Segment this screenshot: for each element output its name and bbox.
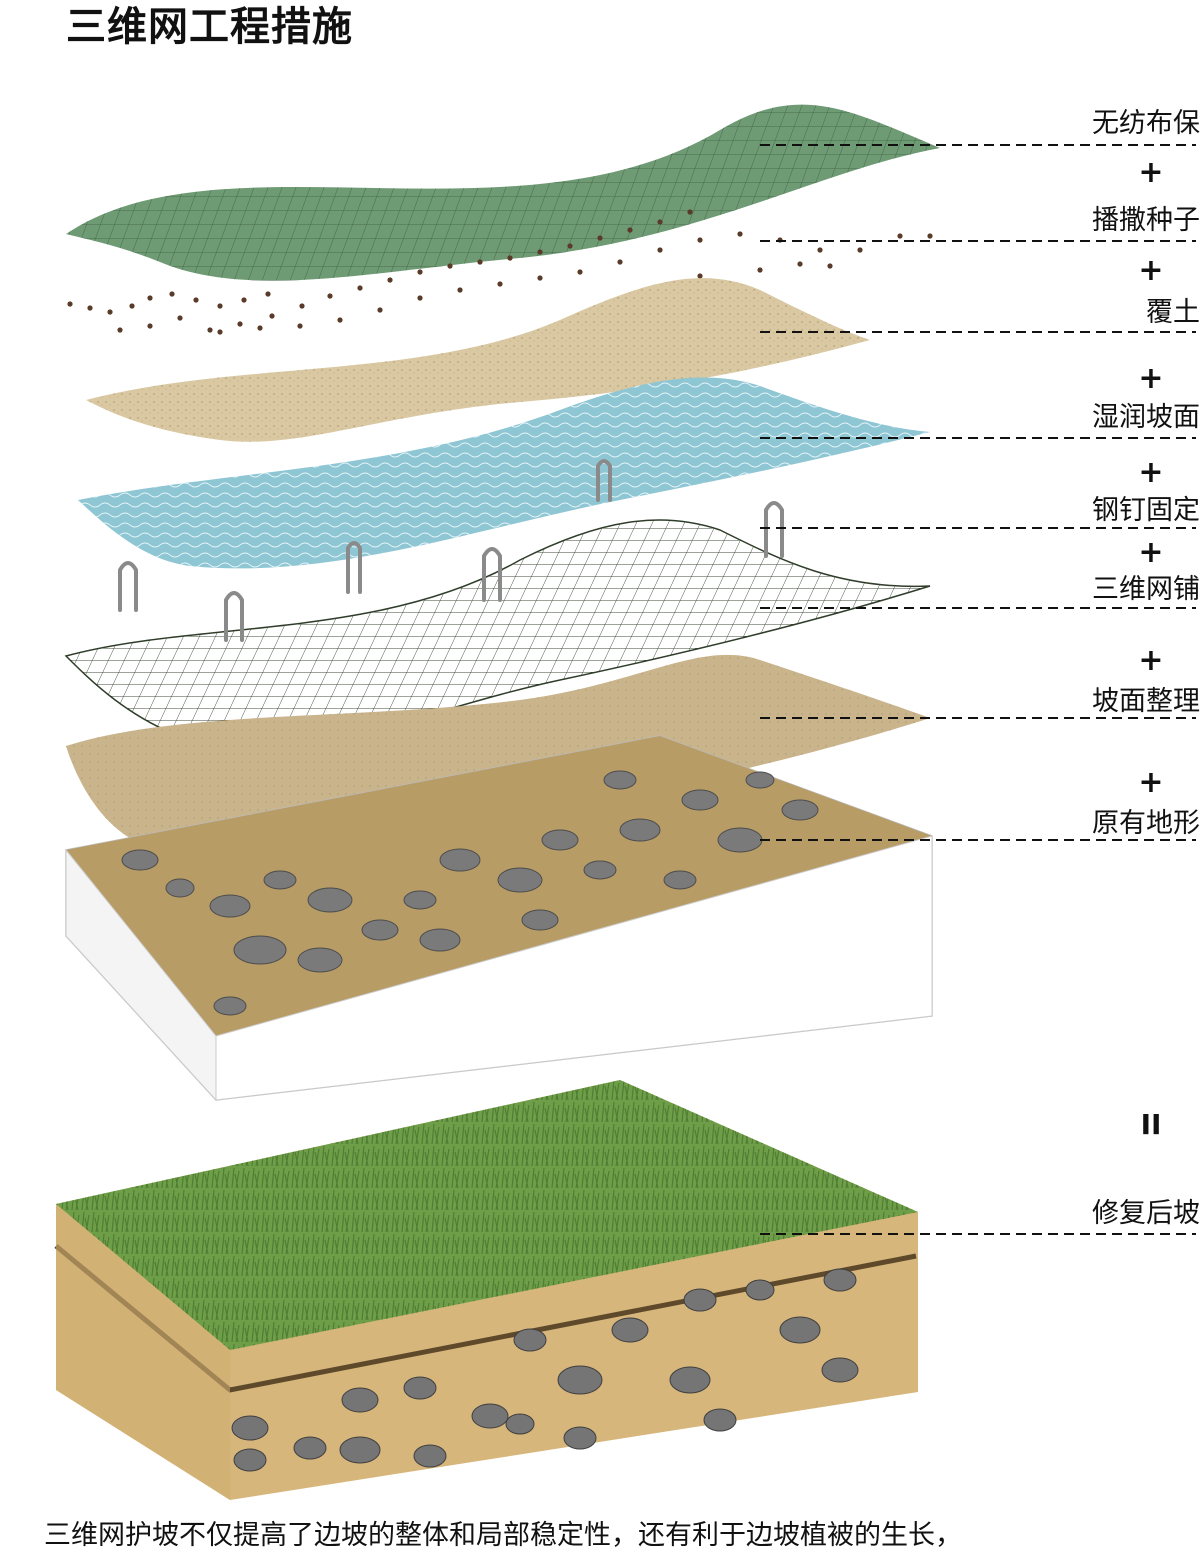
plus-sign: + [1138, 253, 1164, 288]
plus-sign: + [1138, 643, 1164, 678]
page-title: 三维网工程措施 [66, 4, 353, 50]
label-original-terrain: 原有地形 [1092, 808, 1200, 839]
block-restored-slope [54, 1080, 918, 1500]
layer-slope-grading [66, 654, 930, 853]
plus-sign: + [1138, 765, 1164, 800]
layer-topsoil [86, 278, 870, 442]
label-topsoil: 覆土 [1146, 297, 1200, 328]
label-restored-slope: 修复后坡 [1092, 1198, 1200, 1229]
plus-sign: + [1138, 455, 1164, 490]
label-nonwoven-fabric: 无纺布保 [1092, 108, 1200, 139]
plus-sign: + [1138, 535, 1164, 570]
label-wet-surface: 湿润坡面 [1092, 402, 1200, 433]
plus-sign: + [1138, 361, 1164, 396]
layer-nonwoven-fabric [66, 104, 940, 281]
leader-lines [760, 144, 1196, 1235]
label-seeds: 播撒种子 [1092, 205, 1200, 236]
label-3d-mesh: 三维网铺 [1092, 574, 1200, 605]
layer-seeds [67, 209, 933, 335]
equals-sign: II [1140, 1108, 1162, 1141]
steel-pins [118, 459, 784, 642]
block-original-terrain [65, 735, 933, 1102]
layer-wet-surface [78, 377, 930, 569]
plus-sign: + [1138, 155, 1164, 190]
label-slope-grading: 坡面整理 [1092, 686, 1200, 717]
caption: 三维网护坡不仅提高了边坡的整体和局部稳定性，还有利于边坡植被的生长， [44, 1520, 962, 1551]
label-steel-pins: 钢钉固定 [1092, 495, 1200, 526]
